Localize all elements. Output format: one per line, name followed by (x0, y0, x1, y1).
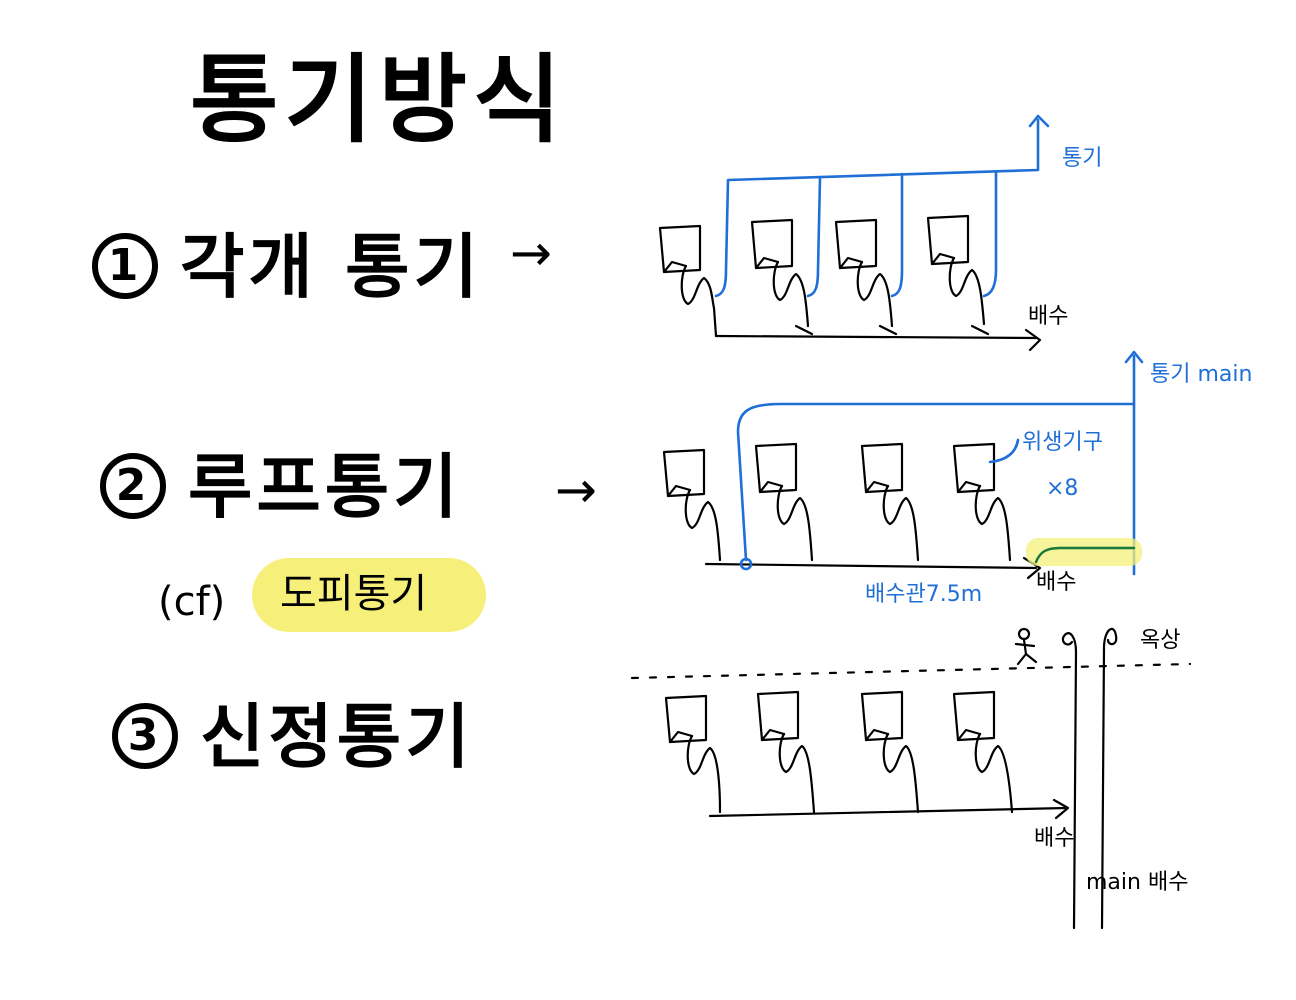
fixture-icon (754, 442, 814, 562)
main-stack (1061, 627, 1118, 930)
fixture-icon (750, 218, 814, 336)
section-title-3: 신정통기 (200, 696, 474, 778)
fixture-icon (834, 218, 898, 336)
fixture-icon (860, 690, 920, 814)
drain-pipe-3 (708, 806, 1068, 818)
fixture-icon (860, 442, 920, 562)
drain-pipe-2 (704, 562, 1038, 570)
highlight-marker (252, 558, 486, 632)
label-drain-3: 배수 (1034, 826, 1075, 851)
fixture-icon (658, 224, 718, 338)
section-number-1: 1 (92, 232, 158, 299)
label-drain-1: 배수 (1028, 304, 1069, 329)
label-main-drain: main 배수 (1086, 870, 1189, 895)
section-title-1: 각개 통기 (180, 226, 482, 308)
label-vent: 통기 (1062, 146, 1103, 171)
section-arrow-2: → (555, 461, 597, 519)
cf-relief-vent: 도피통기 (280, 571, 428, 617)
label-vent-main: 통기 main (1150, 362, 1253, 387)
section-number-3: 3 (112, 702, 178, 769)
label-drain-pipe-length: 배수관7.5m (865, 582, 983, 607)
drain-arrow-1 (1024, 328, 1042, 352)
person-icon (1014, 627, 1038, 666)
section-arrow-1: → (510, 224, 552, 282)
cf-prefix: (cf) (158, 579, 226, 625)
fixture-group-3 (664, 690, 1070, 820)
fixture-icon (664, 694, 722, 814)
page-title: 통기방식 (190, 44, 568, 156)
highlight-relief (1026, 538, 1142, 566)
fixture-group-2 (662, 442, 1042, 580)
drain-pipe-1 (714, 334, 1038, 340)
fixture-icon (926, 214, 990, 336)
label-fixtures-count: ×8 (1046, 476, 1079, 501)
fixture-icon (756, 690, 816, 814)
label-fixtures: 위생기구 (1022, 430, 1103, 455)
vent-pipes-1 (714, 114, 1050, 298)
section-number-2: 2 (100, 452, 166, 519)
label-roof: 옥상 (1140, 628, 1181, 653)
fixture-icon (952, 442, 1012, 562)
drain-arrow-3 (1052, 798, 1070, 820)
roof-line (630, 662, 1192, 680)
fixture-group-1 (658, 214, 1042, 352)
section-title-2: 루프통기 (188, 446, 462, 528)
fixture-icon (662, 448, 722, 562)
label-drain-2: 배수 (1036, 570, 1077, 595)
fixture-icon (952, 690, 1014, 814)
